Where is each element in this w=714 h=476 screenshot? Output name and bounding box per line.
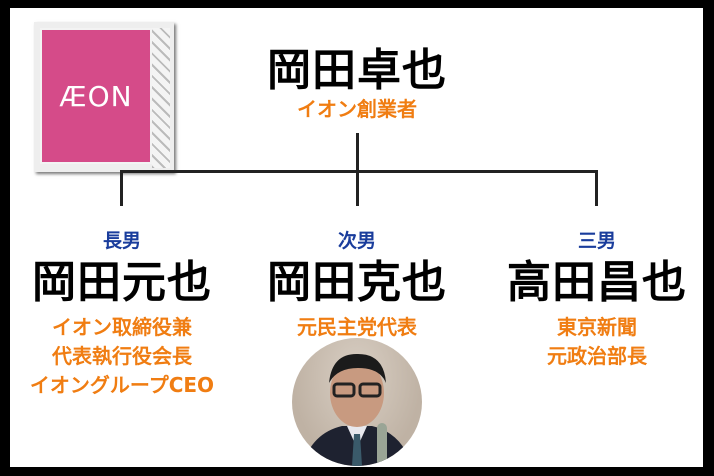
portrait-photo: [292, 338, 422, 466]
tree-connector-child-3: [595, 170, 598, 206]
relation-third: 三男: [577, 230, 616, 252]
sign-truss: [152, 28, 170, 168]
tree-connector-child-2: [356, 170, 359, 206]
relation-eldest: 長男: [102, 230, 141, 252]
tree-connector-vertical: [356, 133, 359, 173]
child-title-3-line-1: 東京新聞: [557, 315, 637, 339]
child-title-3-line-2: 元政治部長: [547, 344, 647, 368]
portrait-illustration: [302, 353, 412, 466]
child-name-3: 高田昌也: [507, 257, 687, 308]
aeon-logo-text: ÆON: [59, 80, 133, 113]
founder-title: イオン創業者: [297, 97, 417, 121]
relation-second: 次男: [337, 230, 376, 252]
tree-connector-child-1: [120, 170, 123, 206]
tree-connector-horizontal: [120, 170, 598, 173]
child-title-2-line-1: 元民主党代表: [297, 315, 417, 339]
child-title-1-line-3: イオングループCEO: [29, 373, 215, 397]
aeon-logo: ÆON: [40, 28, 152, 164]
child-title-1-line-2: 代表執行役会長: [52, 344, 192, 368]
founder-name: 岡田卓也: [267, 45, 447, 96]
child-name-2: 岡田克也: [267, 257, 447, 308]
child-name-1: 岡田元也: [32, 257, 212, 308]
aeon-sign-image: ÆON: [34, 22, 174, 172]
child-title-1-line-1: イオン取締役兼: [52, 315, 192, 339]
